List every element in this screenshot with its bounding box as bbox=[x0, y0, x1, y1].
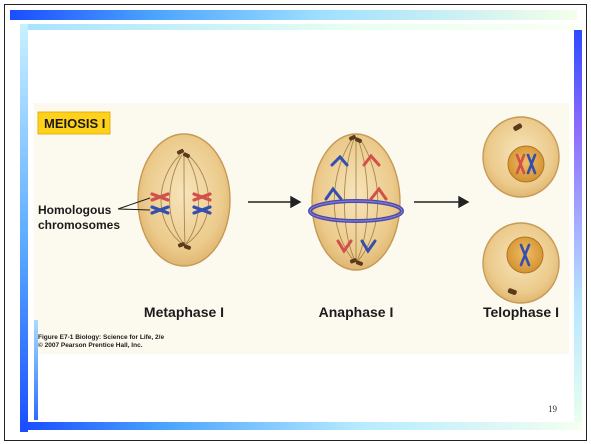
telophase-cell-top bbox=[483, 117, 559, 197]
stage-label-metaphase: Metaphase I bbox=[144, 304, 224, 320]
stage-label-anaphase: Anaphase I bbox=[319, 304, 394, 320]
telophase-cell-bottom bbox=[483, 223, 559, 303]
decorative-top-bar-shadow bbox=[22, 24, 575, 30]
arrow-anaphase-to-telophase bbox=[414, 197, 468, 207]
homologous-label-line1: Homologous bbox=[38, 203, 112, 217]
meiosis-figure: MEIOSIS I bbox=[34, 103, 569, 354]
figure-credit-line1: Figure E7-1 Biology: Science for Life, 2… bbox=[38, 334, 164, 341]
meiosis-badge-label: MEIOSIS I bbox=[44, 116, 105, 131]
decorative-left-inner-bar bbox=[34, 320, 38, 420]
decorative-bottom-bar bbox=[24, 422, 582, 430]
metaphase-cell bbox=[138, 134, 230, 266]
figure-credit-line2: © 2007 Pearson Prentice Hall, Inc. bbox=[38, 341, 143, 349]
anaphase-cell bbox=[310, 134, 402, 270]
decorative-left-bar bbox=[20, 24, 28, 432]
stage-label-telophase: Telophase I bbox=[483, 304, 559, 320]
telophase-nucleus-top bbox=[508, 146, 544, 182]
decorative-right-bar bbox=[574, 30, 582, 422]
decorative-top-bar bbox=[10, 10, 577, 20]
arrow-metaphase-to-anaphase bbox=[248, 197, 300, 207]
slide-number: 19 bbox=[548, 404, 557, 414]
homologous-label-line2: chromosomes bbox=[38, 218, 120, 232]
